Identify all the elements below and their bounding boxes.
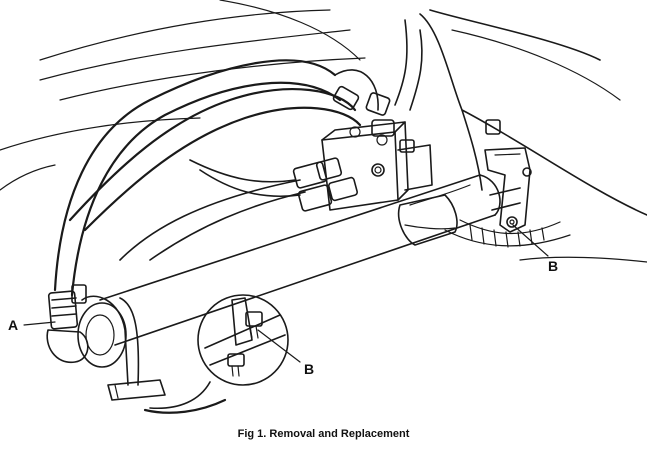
right-mounting-bracket [444,119,571,248]
figure-caption: Fig 1. Removal and Replacement [237,428,410,440]
callout-a: A [8,317,18,333]
vehicle-body-outline [0,0,647,263]
hydraulic-hoses [53,19,423,297]
control-valve-block [321,121,433,211]
hose-fittings [46,85,395,363]
callout-b-right: B [548,258,558,274]
power-cylinder [77,174,521,368]
left-mounting-bracket [81,295,166,401]
leader-lines [23,224,549,363]
callout-b-detail: B [304,361,314,377]
detail-inset [143,294,289,414]
